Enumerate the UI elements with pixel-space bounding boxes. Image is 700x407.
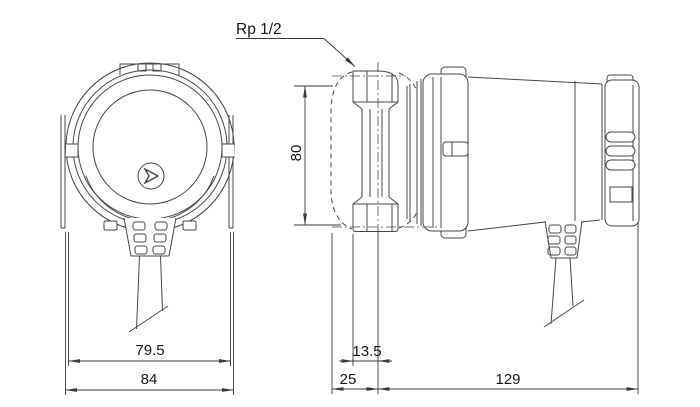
- end-cap-slot: [605, 145, 636, 157]
- gland-rib: [154, 221, 168, 231]
- pipe-union-bottom: [352, 204, 399, 232]
- housing-ring: [77, 74, 223, 220]
- cable-break-line: [128, 305, 169, 333]
- gland-rib: [548, 224, 562, 234]
- side-notch-mask: [66, 144, 78, 157]
- gland-rib: [133, 233, 147, 243]
- pipe-neck: [361, 109, 390, 197]
- gland-mask: [124, 218, 176, 256]
- dimensions: [65, 38, 639, 395]
- end-cap-slot: [605, 159, 636, 171]
- side-wall: [60, 115, 66, 229]
- motor-body-seam: [574, 81, 603, 222]
- thread-label: Rp 1/2: [236, 21, 282, 38]
- gland-rib: [564, 235, 577, 245]
- pipe-union-bottom-facets: [366, 204, 393, 231]
- leader-line: [236, 38, 356, 67]
- volute-hidden-outline: [330, 71, 353, 230]
- top-clip-notch: [137, 64, 147, 72]
- volute-hidden-outline: [398, 211, 418, 229]
- cable-line: [136, 255, 140, 330]
- gland-rib: [547, 235, 561, 245]
- motor-body: [467, 219, 601, 232]
- gland-rib: [134, 245, 148, 255]
- end-cap-vent: [609, 186, 633, 203]
- gland-rib: [132, 221, 146, 231]
- motor-flange-ring: [406, 79, 422, 226]
- pipe-union-top-facets: [353, 71, 398, 103]
- extension-line: [65, 232, 234, 395]
- cable-break-line: [543, 299, 585, 328]
- top-clip: [119, 63, 180, 75]
- cable-line: [569, 257, 574, 307]
- cable-line: [160, 255, 163, 312]
- gland-mask: [545, 221, 582, 258]
- gland-rib: [564, 246, 577, 256]
- side-view: [330, 62, 640, 328]
- gland-rib: [564, 224, 577, 234]
- cable-gland: [123, 217, 177, 257]
- front-face-circle: [92, 89, 208, 205]
- extension-line: [331, 222, 639, 394]
- dimension-label-port-height: 80: [288, 145, 305, 162]
- dimension-label-port-center-offset: 25: [340, 371, 357, 388]
- side-notch-mask: [222, 144, 234, 157]
- volute-hidden-outline: [398, 72, 417, 90]
- housing-ring: [72, 69, 228, 225]
- dimension-label-port-face-offset: 13.5: [352, 343, 381, 360]
- logo-chevron-icon: [143, 167, 160, 185]
- motor-body: [467, 76, 603, 85]
- gland-clip: [182, 220, 197, 231]
- housing-outer-circle: [65, 62, 235, 232]
- clamp-band: [422, 73, 469, 232]
- pipe-union-chamfer: [352, 101, 399, 110]
- side-notch: [221, 143, 235, 158]
- clamp-band-line: [432, 77, 442, 228]
- side-notch: [65, 143, 79, 158]
- dimension-label-front-width-outer: 84: [141, 371, 158, 388]
- clamp-latch: [442, 141, 469, 157]
- gland-rib: [547, 246, 561, 256]
- gland-rib: [152, 245, 166, 255]
- extension-line: [294, 85, 341, 226]
- dimension-labels: Rp 1/2 80 79.5 84 13.5 25 129: [135, 21, 520, 388]
- gland-rib: [153, 233, 167, 243]
- dimension-label-body-length: 129: [495, 371, 520, 388]
- gland-clip: [103, 220, 118, 231]
- cable-line: [550, 257, 557, 325]
- pipe-union-chamfer: [352, 196, 399, 205]
- logo-circle: [137, 162, 165, 190]
- front-view: [60, 62, 235, 333]
- top-clip-notch: [152, 64, 162, 72]
- dimension-label-front-width-inner: 79.5: [135, 342, 164, 359]
- end-cap-slot: [605, 131, 636, 143]
